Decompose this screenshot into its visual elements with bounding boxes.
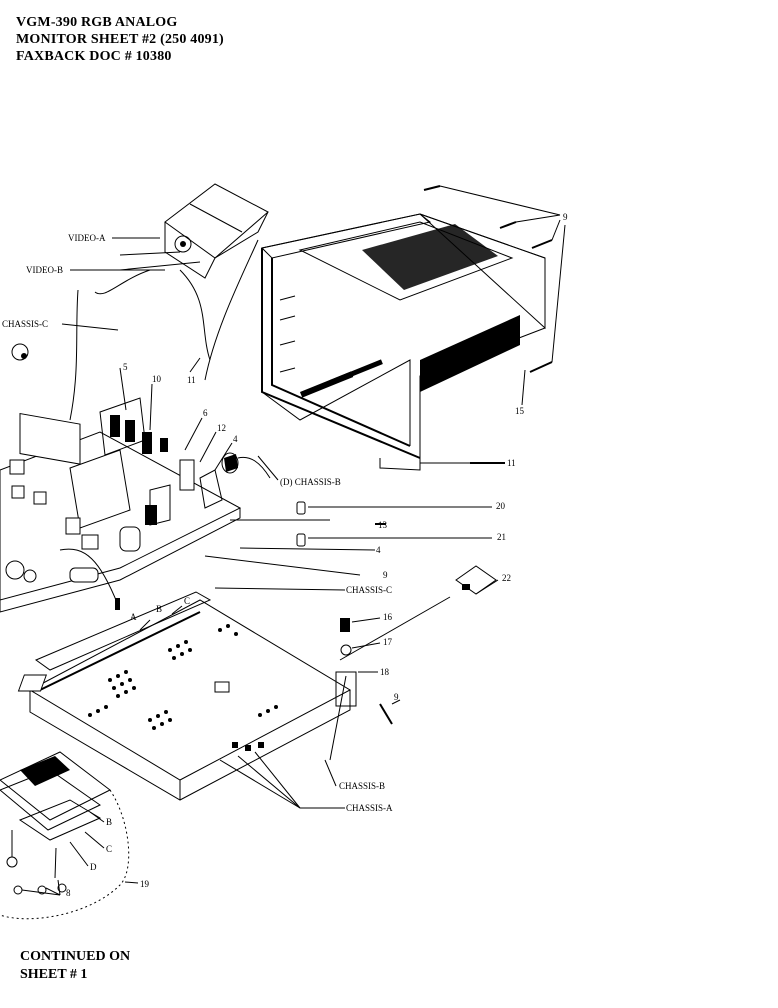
callout-10: 10 bbox=[152, 374, 162, 384]
callout-21: 21 bbox=[497, 532, 506, 542]
callout-letter-b-low: B bbox=[106, 817, 112, 827]
callout-letter-c-low: C bbox=[106, 844, 112, 854]
callout-11-right: 11 bbox=[507, 458, 516, 468]
callout-9-mid: 9 bbox=[383, 570, 388, 580]
callout-leaders-top-right bbox=[420, 185, 566, 464]
callout-13: 13 bbox=[378, 520, 388, 530]
chassis-pan bbox=[17, 591, 352, 809]
callout-chassis-c-top: CHASSIS-C bbox=[2, 319, 48, 329]
callout-leaders-board bbox=[119, 357, 376, 591]
header-sheet-line: MONITOR SHEET #2 (250 4091) bbox=[16, 32, 224, 47]
callout-16: 16 bbox=[383, 612, 393, 622]
callout-4-top: 4 bbox=[233, 434, 238, 444]
callout-18: 18 bbox=[380, 667, 390, 677]
callout-5: 5 bbox=[123, 362, 128, 372]
callout-chassis-c-mid: CHASSIS-C bbox=[346, 585, 392, 595]
continuation-line2: SHEET # 1 bbox=[20, 967, 88, 982]
callout-12: 12 bbox=[217, 423, 226, 433]
callout-15: 15 bbox=[515, 406, 525, 416]
callout-letter-b: B bbox=[156, 604, 162, 614]
callout-8: 8 bbox=[66, 888, 71, 898]
callout-6: 6 bbox=[203, 408, 208, 418]
callout-letter-d: D bbox=[90, 862, 97, 872]
continuation-note: CONTINUED ON SHEET # 1 bbox=[20, 948, 130, 984]
callout-d-chassis-b: (D) CHASSIS-B bbox=[280, 477, 341, 487]
callout-chassis-b-low: CHASSIS-B bbox=[339, 781, 385, 791]
callout-9-low: 9 bbox=[394, 692, 399, 702]
callout-22: 22 bbox=[502, 573, 511, 583]
main-board-assembly bbox=[0, 343, 271, 613]
small-hardware-parts bbox=[296, 501, 499, 761]
callout-video-b: VIDEO-B bbox=[26, 265, 63, 275]
document-header: VGM-390 RGB ANALOG MONITOR SHEET #2 (250… bbox=[16, 14, 224, 65]
callout-17: 17 bbox=[383, 637, 393, 647]
callout-19: 19 bbox=[140, 879, 150, 889]
callout-letter-a: A bbox=[130, 612, 137, 622]
callout-letter-c: C bbox=[184, 596, 190, 606]
header-faxback-line: FAXBACK DOC # 10380 bbox=[16, 49, 172, 64]
vent-hole-pattern bbox=[88, 624, 278, 730]
callout-20: 20 bbox=[496, 501, 506, 511]
tilt-base-assembly bbox=[0, 751, 139, 920]
callout-4-mid: 4 bbox=[376, 545, 381, 555]
header-model-line: VGM-390 RGB ANALOG bbox=[16, 15, 178, 30]
monitor-cabinet bbox=[260, 213, 546, 471]
video-board-bracket bbox=[69, 183, 269, 421]
callout-chassis-a: CHASSIS-A bbox=[346, 803, 393, 813]
cabinet-screws bbox=[423, 185, 553, 464]
callout-video-a: VIDEO-A bbox=[68, 233, 106, 243]
callout-9-top: 9 bbox=[563, 212, 568, 222]
continuation-line1: CONTINUED ON bbox=[20, 949, 131, 964]
callout-11-mid: 11 bbox=[187, 375, 196, 385]
